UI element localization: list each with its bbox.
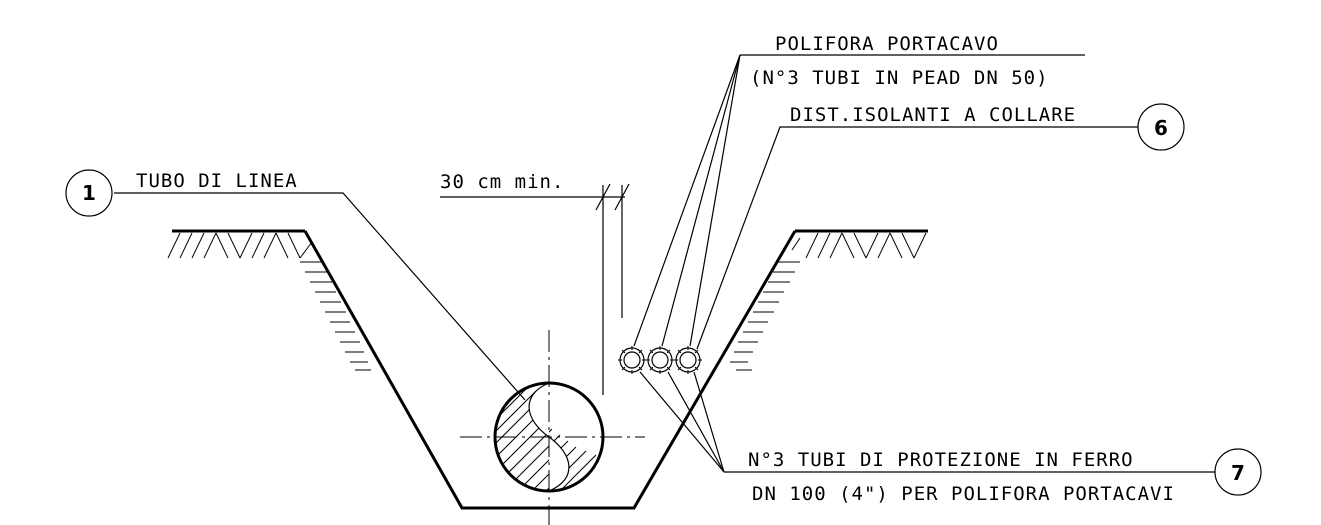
duct-1	[618, 346, 646, 374]
duct-3	[674, 346, 702, 374]
callout-1-number: 1	[82, 181, 96, 205]
callout-6: 6	[1137, 103, 1185, 151]
terrain-hatch-left	[167, 232, 313, 259]
callout-7: 7	[1214, 448, 1262, 496]
leader-tubi-protezione	[639, 371, 1215, 473]
leader-distanziatori	[696, 126, 1138, 350]
label-tubi-protezione-line1: N°3 TUBI DI PROTEZIONE IN FERRO	[748, 449, 1134, 471]
label-distanza-min: 30 cm min.	[440, 171, 564, 193]
callout-7-number: 7	[1231, 461, 1245, 485]
terrain-hatch-right	[791, 232, 927, 259]
trench-profile	[303, 230, 797, 510]
slope-hatch-right	[730, 261, 800, 371]
callout-1: 1	[65, 169, 113, 217]
label-polifora-line2: (N°3 TUBI IN PEAD DN 50)	[750, 67, 1049, 89]
duct-bundle	[618, 346, 702, 374]
duct-2	[646, 346, 674, 374]
leader-polifora	[633, 54, 1085, 347]
label-distanziatori: DIST.ISOLANTI A COLLARE	[790, 104, 1076, 126]
callout-6-number: 6	[1154, 116, 1168, 140]
leader-tubo-linea	[114, 192, 526, 401]
slope-hatch-left	[300, 261, 371, 371]
label-tubo-linea: TUBO DI LINEA	[136, 170, 298, 192]
dimension-30cm	[440, 183, 630, 395]
label-polifora-line1: POLIFORA PORTACAVO	[775, 33, 999, 55]
label-tubi-protezione-line2: DN 100 (4") PER POLIFORA PORTACAVI	[752, 483, 1175, 505]
